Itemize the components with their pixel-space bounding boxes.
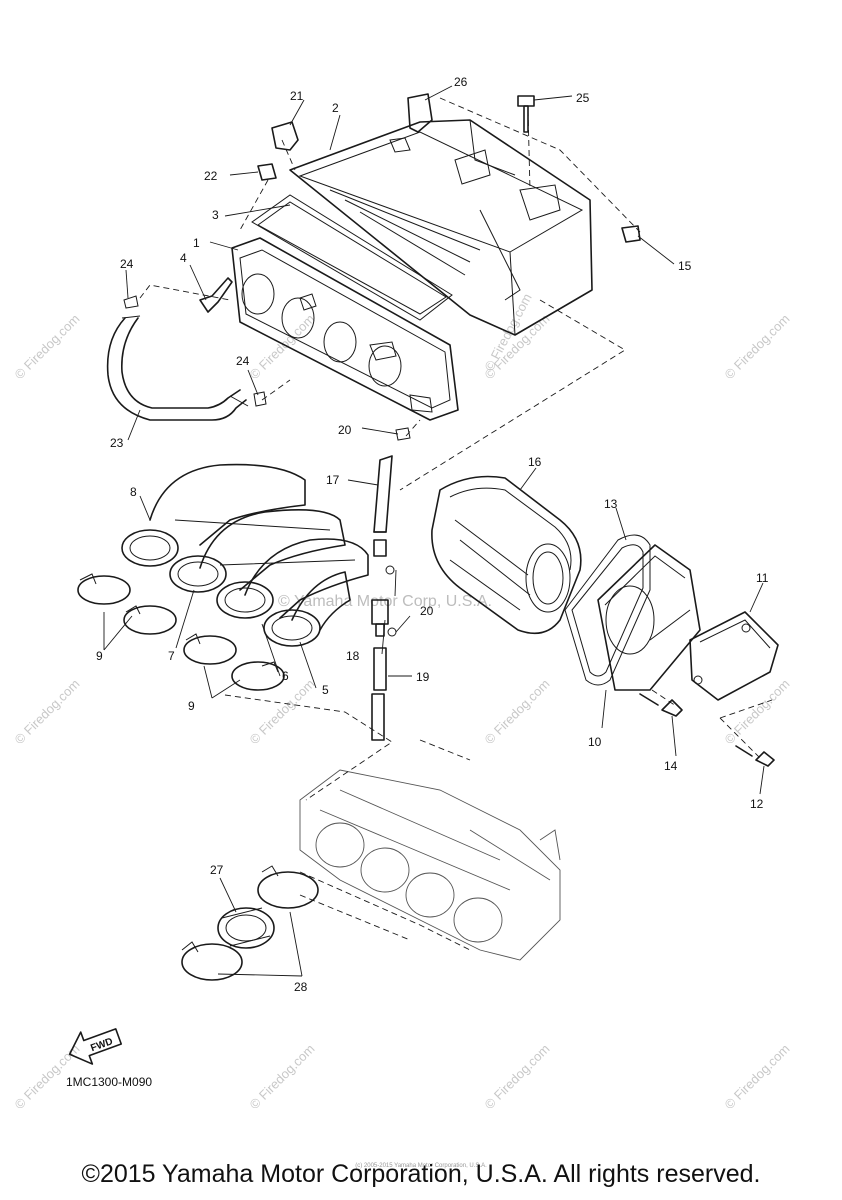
callout-20b: 20	[420, 604, 434, 618]
callout-19: 19	[416, 670, 430, 684]
diagram-code: 1MC1300-M090	[66, 1075, 152, 1089]
callout-22: 22	[204, 169, 218, 183]
callout-27: 27	[210, 863, 224, 877]
callout-2: 2	[332, 101, 339, 115]
callout-18: 18	[346, 649, 360, 663]
watermark-5: © Firedog.com	[12, 676, 83, 747]
callout-23: 23	[110, 436, 124, 450]
air-box-gasket	[251, 194, 453, 321]
center-watermark: © Yamaha Motor Corp, U.S.A.	[278, 593, 492, 610]
watermark-4: © Firedog.com	[722, 311, 793, 382]
drain-hose-assembly	[371, 455, 397, 741]
callout-16: 16	[528, 455, 542, 469]
callout-25: 25	[576, 91, 590, 105]
callout-3: 3	[212, 208, 219, 222]
top-small-parts	[123, 93, 641, 441]
callout-numbers: 1 2 3 4 5 6 7 8 9 9 10 11 12 13 14 15 16…	[96, 75, 769, 994]
callout-9a: 9	[96, 649, 103, 663]
filter-cap	[597, 544, 701, 691]
callout-6: 6	[282, 669, 289, 683]
cover-plate	[689, 611, 779, 701]
callout-7: 7	[168, 649, 175, 663]
callout-24a: 24	[120, 257, 134, 271]
leader-lines	[103, 85, 765, 977]
watermark-1: © Firedog.com	[12, 311, 83, 382]
callout-8: 8	[130, 485, 137, 499]
callout-1: 1	[193, 236, 200, 250]
watermark-7: © Firedog.com	[482, 676, 553, 747]
watermark-11: © Firedog.com	[482, 1041, 553, 1112]
callout-13: 13	[604, 497, 618, 511]
breather-hose	[106, 315, 249, 421]
callout-5: 5	[322, 683, 329, 697]
throttle-body-outline	[299, 769, 561, 961]
air-box-joint	[231, 237, 459, 421]
callout-24b: 24	[236, 354, 250, 368]
callout-28: 28	[294, 980, 308, 994]
callout-14: 14	[664, 759, 678, 773]
callout-12: 12	[750, 797, 764, 811]
intake-ducts	[121, 463, 369, 647]
screws-right	[639, 693, 775, 767]
callout-21: 21	[290, 89, 304, 103]
callout-26: 26	[454, 75, 468, 89]
clamps-part-9	[77, 573, 285, 691]
clamps-part-28	[181, 865, 319, 981]
filter-cover-gasket	[564, 534, 651, 686]
watermark-6: © Firedog.com	[247, 676, 318, 747]
callout-11: 11	[756, 571, 769, 585]
callout-20a: 20	[338, 423, 352, 437]
dashed-lines	[139, 97, 773, 951]
air-box-case	[289, 119, 593, 336]
callout-15: 15	[678, 259, 692, 273]
watermarks: © Firedog.com © Firedog.com © Firedog.co…	[12, 291, 793, 1112]
joint-part-27	[217, 907, 275, 949]
watermark-8: © Firedog.com	[722, 676, 793, 747]
callout-4: 4	[180, 251, 187, 265]
callout-10: 10	[588, 735, 602, 749]
air-filter-element	[431, 475, 582, 635]
watermark-12: © Firedog.com	[722, 1041, 793, 1112]
callout-17: 17	[326, 473, 340, 487]
copyright-notice: ©2015 Yamaha Motor Corporation, U.S.A. A…	[81, 1160, 761, 1188]
callout-9b: 9	[188, 699, 195, 713]
watermark-10: © Firedog.com	[247, 1041, 318, 1112]
footer-small-note: (c) 2005-2015 Yamaha Motor Corporation, …	[355, 1163, 487, 1169]
